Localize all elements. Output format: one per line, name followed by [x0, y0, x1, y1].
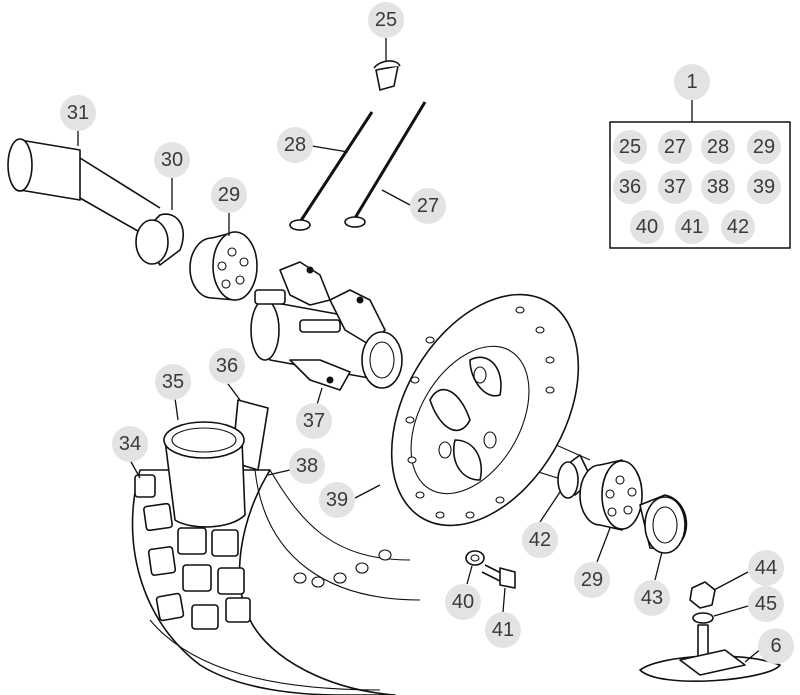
callout-37: 37 — [296, 403, 332, 439]
callout-25: 25 — [368, 2, 404, 38]
kit-item: 40 — [636, 216, 658, 238]
nut-44 — [689, 581, 716, 609]
svg-text:34: 34 — [119, 433, 141, 455]
svg-text:6: 6 — [770, 635, 781, 657]
washer-40 — [465, 550, 485, 566]
axle — [7, 138, 591, 486]
svg-text:39: 39 — [326, 489, 348, 511]
svg-text:38: 38 — [296, 455, 318, 477]
spoke-nipple — [373, 60, 401, 91]
inner-tube — [163, 421, 246, 528]
spacer-43 — [639, 494, 688, 554]
kit-item: 25 — [619, 136, 641, 158]
svg-text:44: 44 — [755, 557, 777, 579]
hub — [250, 261, 403, 391]
svg-text:40: 40 — [452, 591, 474, 613]
callout-29-right: 29 — [574, 562, 610, 598]
svg-text:29: 29 — [218, 184, 240, 206]
svg-text:37: 37 — [303, 410, 325, 432]
svg-text:25: 25 — [375, 9, 397, 31]
svg-text:31: 31 — [67, 102, 89, 124]
callout-34: 34 — [112, 426, 148, 462]
svg-text:42: 42 — [529, 529, 551, 551]
svg-text:36: 36 — [216, 355, 238, 377]
svg-text:29: 29 — [581, 569, 603, 591]
kit-row-3: 40 41 42 — [630, 210, 755, 244]
svg-text:43: 43 — [641, 587, 663, 609]
callout-41: 41 — [485, 612, 521, 648]
kit-item: 28 — [707, 136, 729, 158]
valve-base — [639, 624, 781, 682]
callout-45: 45 — [748, 586, 784, 622]
kit-item: 36 — [619, 176, 641, 198]
kit-row-1: 25 27 28 29 — [613, 130, 781, 164]
kit-item: 38 — [707, 176, 729, 198]
callout-39: 39 — [319, 482, 355, 518]
svg-text:1: 1 — [686, 71, 697, 93]
leader-lines — [77, 38, 763, 663]
spacer-30 — [135, 213, 185, 266]
spoke-27 — [344, 101, 427, 228]
rim-holes — [293, 549, 392, 588]
brake-disc — [390, 293, 580, 527]
bolt-41 — [481, 564, 516, 589]
kit-item: 42 — [727, 216, 749, 238]
svg-text:30: 30 — [161, 149, 183, 171]
callout-6: 6 — [758, 628, 794, 664]
kit-item: 41 — [681, 216, 703, 238]
callout-36: 36 — [209, 348, 245, 384]
svg-text:27: 27 — [417, 195, 439, 217]
callout-27: 27 — [410, 188, 446, 224]
kit-item: 27 — [664, 136, 686, 158]
callout-42: 42 — [522, 522, 558, 558]
callout-44: 44 — [748, 550, 784, 586]
callout-28: 28 — [277, 127, 313, 163]
callout-40: 40 — [445, 584, 481, 620]
callout-29-left: 29 — [211, 177, 247, 213]
callouts: 1 25 28 27 31 30 29 36 — [60, 2, 794, 664]
spoke-28 — [289, 111, 374, 231]
svg-text:28: 28 — [284, 134, 306, 156]
svg-text:41: 41 — [492, 619, 514, 641]
callout-38: 38 — [289, 448, 325, 484]
tire-knobs — [134, 474, 251, 630]
kit-item: 29 — [753, 136, 775, 158]
kit-item: 39 — [753, 176, 775, 198]
callout-35: 35 — [155, 364, 191, 400]
callout-31: 31 — [60, 95, 96, 131]
svg-text:45: 45 — [755, 593, 777, 615]
bearing-right — [579, 459, 643, 531]
kit-box: 25 27 28 29 36 37 38 39 40 41 42 — [609, 121, 791, 249]
bearing-left — [189, 231, 258, 301]
kit-row-2: 36 37 38 39 — [613, 170, 781, 204]
kit-item: 37 — [664, 176, 686, 198]
washer-45 — [692, 612, 714, 624]
callout-1: 1 — [674, 64, 710, 100]
callout-43: 43 — [634, 580, 670, 616]
callout-30: 30 — [154, 142, 190, 178]
svg-text:35: 35 — [162, 371, 184, 393]
